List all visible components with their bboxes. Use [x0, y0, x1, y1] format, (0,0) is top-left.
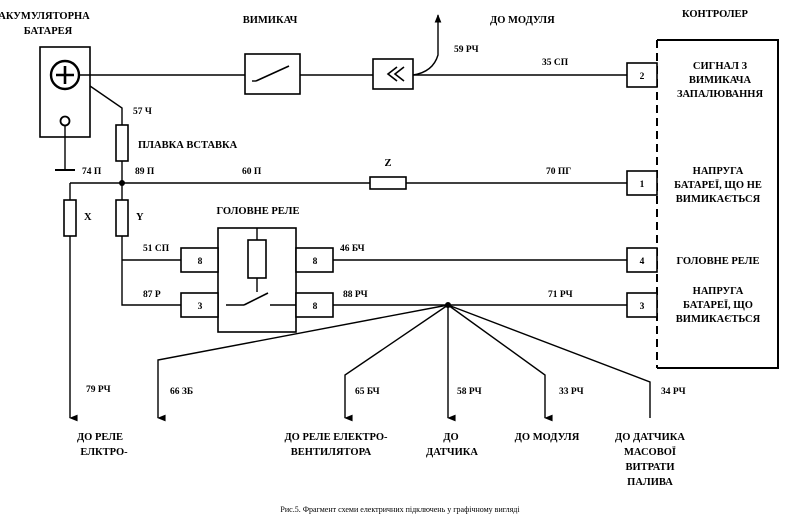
- ctrl-battery-line3: ВИМИКАЄТЬСЯ: [676, 194, 761, 205]
- wire-51-label: 51 СП: [143, 244, 170, 254]
- ctrl-main-relay-label: ГОЛОВНЕ РЕЛЕ: [677, 256, 760, 267]
- dest-mass-air-line3: ВИТРАТИ: [625, 462, 674, 473]
- wire-79-label: 79 РЧ: [86, 385, 111, 395]
- wire-65-label: 65 БЧ: [355, 387, 380, 397]
- main-relay-label: ГОЛОВНЕ РЕЛЕ: [217, 206, 300, 217]
- fuse-label: ПЛАВКА ВСТАВКА: [138, 140, 238, 151]
- fuse-x: [63, 199, 77, 237]
- dest-relay-el-line2: ЕЛКТРО-: [80, 447, 128, 458]
- relay-pin-switch-out: 8: [295, 292, 334, 318]
- controller-pin-1: 1: [626, 170, 658, 196]
- fuse-y: [115, 199, 129, 237]
- ground-wire: [55, 126, 75, 171]
- battery-label-line1: АКУМУЛЯТОРНА: [0, 11, 90, 22]
- wire-59-label: 59 РЧ: [454, 45, 479, 55]
- relay-pin-switch-in: 3: [180, 292, 219, 318]
- main-relay: [217, 227, 297, 333]
- svg-text:2: 2: [640, 72, 645, 82]
- wire-70-label: 70 ПГ: [546, 167, 571, 177]
- wire-57: [89, 85, 123, 125]
- minus-terminal-icon: [59, 115, 71, 127]
- wire-74-label: 74 П: [82, 167, 102, 177]
- ctrl-ignition-line3: ЗАПАЛЮВАННЯ: [677, 89, 764, 100]
- fuse-z-label: Z: [384, 158, 391, 169]
- svg-text:1: 1: [640, 180, 645, 190]
- fuse-x-label: X: [84, 212, 92, 223]
- svg-text:8: 8: [313, 302, 318, 312]
- battery-label-line2: БАТАРЕЯ: [24, 26, 73, 37]
- wire-65: [344, 304, 449, 422]
- ctrl-ignition-line2: ВИМИКАЧА: [689, 75, 752, 86]
- main-fuse: [115, 124, 129, 162]
- dest-sensor-line2: ДАТЧИКА: [426, 447, 478, 458]
- to-module-top-label: ДО МОДУЛЯ: [490, 15, 555, 26]
- wire-89-label: 89 П: [135, 167, 155, 177]
- wire-34-label: 34 РЧ: [661, 387, 686, 397]
- wire-33-label: 33 РЧ: [559, 387, 584, 397]
- relay-pin-coil-out: 8: [295, 247, 334, 273]
- wire-60-label: 60 П: [242, 167, 262, 177]
- battery: [39, 46, 91, 138]
- controller-label: КОНТРОЛЕР: [682, 9, 749, 20]
- figure-caption: Рис.5. Фрагмент схеми електричних підклю…: [280, 505, 520, 514]
- fuse-y-label: Y: [136, 212, 144, 223]
- wire-58-label: 58 РЧ: [457, 387, 482, 397]
- svg-text:3: 3: [640, 302, 645, 312]
- dest-module-label: ДО МОДУЛЯ: [515, 432, 580, 443]
- wire-34: [447, 304, 651, 418]
- plus-circle-icon: [49, 59, 81, 91]
- wire-66-label: 66 ЗБ: [170, 387, 193, 397]
- ctrl-ignition-line1: СИГНАЛ З: [693, 61, 748, 72]
- relay-pin-coil-in: 8: [180, 247, 219, 273]
- wire-46-label: 46 БЧ: [340, 244, 365, 254]
- svg-text:8: 8: [313, 257, 318, 267]
- wire-71-label: 71 РЧ: [548, 290, 573, 300]
- dest-mass-air-line2: МАСОВОЇ: [624, 445, 676, 458]
- controller-pin-3: 3: [626, 292, 658, 318]
- svg-text:3: 3: [198, 302, 203, 312]
- wire-88-label: 88 РЧ: [343, 290, 368, 300]
- ctrl-battery-line2: БАТАРЕЇ, ЩО НЕ: [674, 178, 762, 191]
- wire-59-to-module: [412, 14, 442, 76]
- controller-pin-2: 2: [626, 62, 658, 88]
- svg-text:4: 4: [640, 257, 645, 267]
- wire-57-label: 57 Ч: [133, 107, 152, 117]
- switch-label: ВИМИКАЧ: [243, 15, 298, 26]
- ignition-switch: [244, 53, 301, 95]
- wire-87: [121, 236, 181, 306]
- double-chevron-connector-icon: [372, 58, 414, 90]
- dest-relay-fan-line1: ДО РЕЛЕ ЕЛЕКТРО-: [284, 432, 388, 443]
- ctrl-battery-line1: НАПРУГА: [693, 166, 744, 177]
- dest-relay-fan-line2: ВЕНТИЛЯТОРА: [291, 447, 372, 458]
- fuse-z: [369, 176, 407, 190]
- wire-33: [447, 304, 553, 422]
- dest-relay-el-line1: ДО РЕЛЕ: [77, 432, 123, 443]
- wire-35-label: 35 СП: [542, 58, 569, 68]
- dest-sensor-line1: ДО: [443, 432, 458, 443]
- ctrl-battery2-line2: БАТАРЕЇ, ЩО: [683, 298, 753, 311]
- dest-mass-air-line1: ДО ДАТЧИКА: [615, 432, 685, 443]
- svg-text:8: 8: [198, 257, 203, 267]
- wire-66: [157, 304, 449, 422]
- controller-pin-4: 4: [626, 247, 658, 273]
- ctrl-battery2-line3: ВИМИКАЄТЬСЯ: [676, 314, 761, 325]
- dest-mass-air-line4: ПАЛИВА: [627, 477, 673, 488]
- wire-87-label: 87 Р: [143, 290, 161, 300]
- ctrl-battery2-line1: НАПРУГА: [693, 286, 744, 297]
